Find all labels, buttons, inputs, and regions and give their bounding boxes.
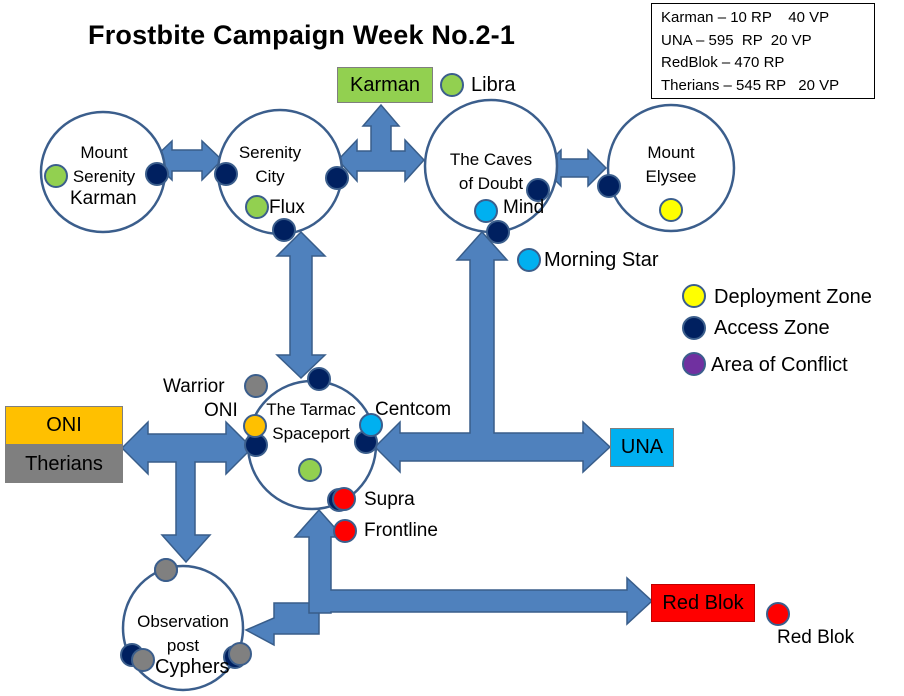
score-therians: Therians – 545 RP 20 VP <box>661 76 840 94</box>
label-line: Mount <box>80 143 128 162</box>
access-zone-icon <box>214 162 238 186</box>
legend-deployment-icon <box>682 284 706 308</box>
karman-unit-icon <box>245 195 269 219</box>
unit-label-centcom: Centcom <box>375 399 452 420</box>
unit-label-oni: ONI <box>204 400 238 421</box>
label-serenity-city: Serenity City <box>225 141 315 189</box>
label-line: Elysee <box>645 167 697 186</box>
node-mount-elysee <box>606 103 736 233</box>
label-line: City <box>255 167 285 186</box>
label-line: The Tarmac <box>266 400 356 419</box>
label-mount-elysee: Mount Elysee <box>625 141 717 189</box>
unit-label-flux: Flux <box>269 197 305 218</box>
oni-unit-icon <box>243 414 267 438</box>
arrow-karman-junction <box>336 103 426 183</box>
access-zone-icon <box>526 178 550 202</box>
label-line: of Doubt <box>458 174 524 193</box>
faction-box-red-blok: Red Blok <box>651 584 755 622</box>
unit-label-libra: Libra <box>471 74 516 96</box>
unit-label-mind: Mind <box>503 197 545 218</box>
karman-unit-icon <box>44 164 68 188</box>
unit-label-karman: Karman <box>70 188 137 209</box>
deployment-zone-icon <box>659 198 683 222</box>
label-mount-serenity: Mount Serenity <box>58 141 150 189</box>
redblok-unit-icon <box>766 602 790 626</box>
therian-unit-icon <box>244 374 268 398</box>
unit-label-cyphers: Cyphers <box>155 656 230 678</box>
access-zone-icon <box>597 174 621 198</box>
score-una: UNA – 595 RP 20 VP <box>661 31 812 49</box>
karman-unit-icon <box>440 73 464 97</box>
label-line: Serenity <box>238 143 302 162</box>
unit-label-supra: Supra <box>364 489 415 510</box>
score-karman: Karman – 10 RP 40 VP <box>661 9 830 26</box>
faction-box-una: UNA <box>610 428 674 467</box>
unit-label-warrior: Warrior <box>163 376 225 397</box>
arrow-caves-elysee <box>541 148 608 188</box>
arrow-serenitycity-tarmac <box>275 230 327 380</box>
therian-unit-icon <box>131 648 155 672</box>
una-unit-icon <box>517 248 541 272</box>
label-line: Spaceport <box>272 424 350 443</box>
unit-label-red-blok: Red Blok <box>777 627 855 648</box>
arrow-redblok-tarmac-observation <box>244 508 654 647</box>
legend-deployment-zone: Deployment Zone <box>714 286 872 308</box>
una-unit-icon <box>474 199 498 223</box>
faction-box-therians: Therians <box>5 445 123 483</box>
legend-access-icon <box>682 316 706 340</box>
label-line: Observation <box>137 612 229 631</box>
map-title: Frostbite Campaign Week No.2-1 <box>88 20 516 50</box>
label-observation-post: Observation post <box>129 610 237 658</box>
arrow-una-caves-tarmac <box>373 230 612 474</box>
arrow-oni-tarmac-observation <box>120 420 254 564</box>
access-zone-icon <box>145 162 169 186</box>
label-line: post <box>166 636 200 655</box>
therian-unit-icon <box>228 642 252 666</box>
legend-conflict-icon <box>682 352 706 376</box>
karman-unit-icon <box>298 458 322 482</box>
access-zone-icon <box>272 218 296 242</box>
label-line: Serenity <box>72 167 136 186</box>
label-line: The Caves <box>449 150 533 169</box>
access-zone-icon <box>307 367 331 391</box>
una-unit-icon <box>359 413 383 437</box>
access-zone-icon <box>486 220 510 244</box>
unit-label-frontline: Frontline <box>364 520 438 541</box>
faction-box-karman: Karman <box>337 67 433 103</box>
faction-box-oni: ONI <box>5 406 123 445</box>
label-tarmac: The Tarmac Spaceport <box>258 398 364 446</box>
scoreboard: Karman – 10 RP 40 VP UNA – 595 RP 20 VP … <box>651 3 875 99</box>
unit-label-morning-star: Morning Star <box>544 249 659 271</box>
redblok-unit-icon <box>332 487 356 511</box>
legend-area-of-conflict: Area of Conflict <box>711 354 848 376</box>
redblok-unit-icon <box>333 519 357 543</box>
legend-access-zone: Access Zone <box>714 317 830 339</box>
therian-unit-icon <box>154 558 178 582</box>
access-zone-icon <box>325 166 349 190</box>
label-caves-of-doubt: The Caves of Doubt <box>440 148 542 196</box>
score-redblok: RedBlok – 470 RP <box>661 54 785 71</box>
label-line: Mount <box>647 143 695 162</box>
